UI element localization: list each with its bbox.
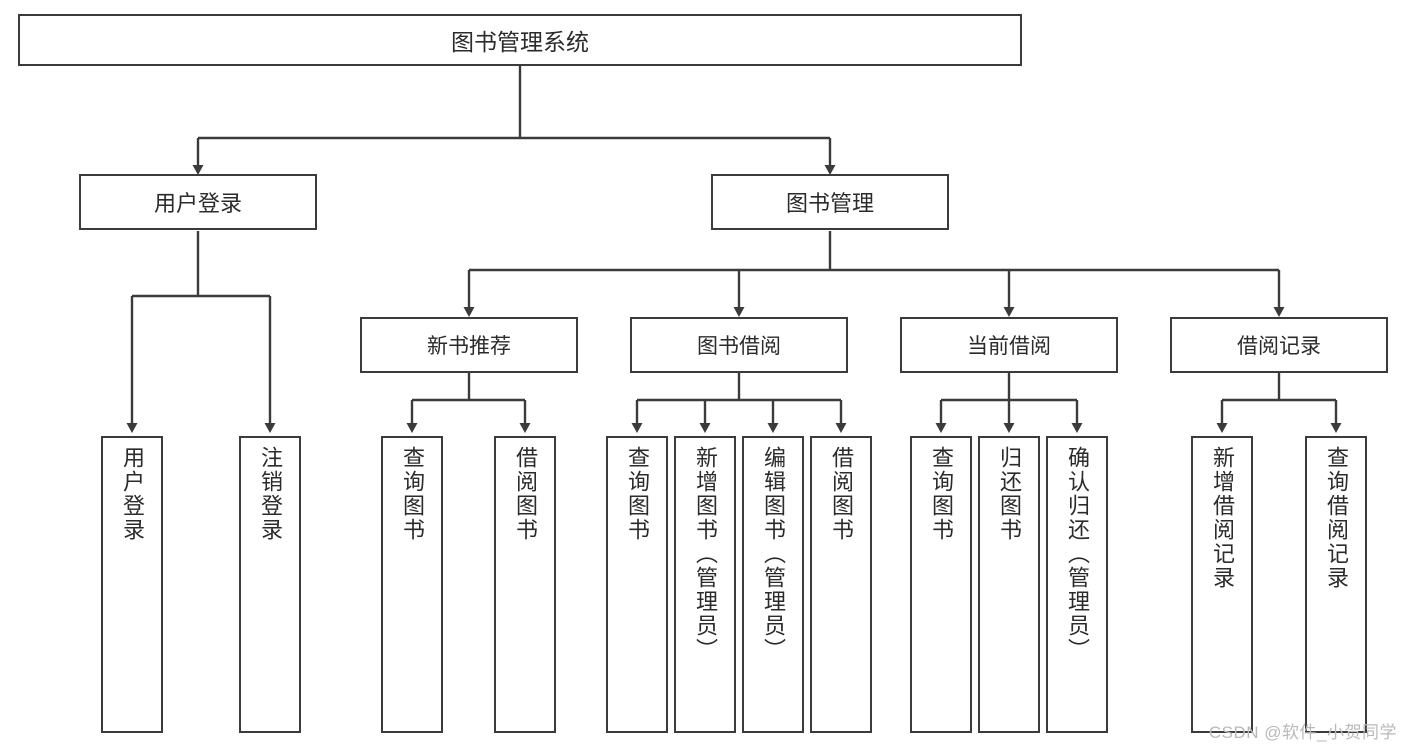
leaf-query-book-current[interactable]: 查询图书 bbox=[910, 436, 972, 733]
node-label: 图书管理系统 bbox=[451, 29, 589, 55]
leaf-confirm-return-admin[interactable]: 确认归还（管理员） bbox=[1046, 436, 1108, 733]
node-label: 归还图书 bbox=[996, 446, 1022, 542]
node-label: 用户登录 bbox=[119, 446, 145, 542]
node-label: 编辑图书（管理员） bbox=[760, 446, 786, 662]
leaf-user-login[interactable]: 用户登录 bbox=[101, 436, 163, 733]
leaf-return-book[interactable]: 归还图书 bbox=[978, 436, 1040, 733]
leaf-borrow-book[interactable]: 借阅图书 bbox=[810, 436, 872, 733]
leaf-borrow-book-recommend[interactable]: 借阅图书 bbox=[494, 436, 556, 733]
node-book-management[interactable]: 图书管理 bbox=[711, 174, 949, 230]
node-borrow-record[interactable]: 借阅记录 bbox=[1170, 317, 1388, 373]
node-current-borrow[interactable]: 当前借阅 bbox=[900, 317, 1118, 373]
leaf-edit-book-admin[interactable]: 编辑图书（管理员） bbox=[742, 436, 804, 733]
node-new-book-recommend[interactable]: 新书推荐 bbox=[360, 317, 578, 373]
node-label: 查询借阅记录 bbox=[1323, 446, 1349, 590]
node-label: 新增借阅记录 bbox=[1209, 446, 1235, 590]
node-label: 查询图书 bbox=[928, 446, 954, 542]
node-book-borrow[interactable]: 图书借阅 bbox=[630, 317, 848, 373]
csdn-watermark: CSDN @软件_小贺同学 bbox=[1208, 723, 1397, 742]
node-label: 图书借阅 bbox=[697, 335, 781, 358]
node-root-system[interactable]: 图书管理系统 bbox=[18, 14, 1022, 66]
node-label: 用户登录 bbox=[153, 191, 242, 216]
leaf-query-book-borrow[interactable]: 查询图书 bbox=[606, 436, 668, 733]
leaf-add-book-admin[interactable]: 新增图书（管理员） bbox=[674, 436, 736, 733]
node-label: 借阅图书 bbox=[828, 446, 854, 542]
node-user-login[interactable]: 用户登录 bbox=[79, 174, 317, 230]
node-label: 查询图书 bbox=[624, 446, 650, 542]
leaf-add-borrow-record[interactable]: 新增借阅记录 bbox=[1191, 436, 1253, 733]
node-label: 新书推荐 bbox=[427, 335, 511, 358]
leaf-query-book-recommend[interactable]: 查询图书 bbox=[381, 436, 443, 733]
node-label: 新增图书（管理员） bbox=[692, 446, 718, 662]
leaf-query-borrow-record[interactable]: 查询借阅记录 bbox=[1305, 436, 1367, 733]
node-label: 查询图书 bbox=[399, 446, 425, 542]
node-label: 借阅记录 bbox=[1237, 335, 1321, 358]
node-label: 确认归还（管理员） bbox=[1064, 446, 1090, 662]
node-label: 注销登录 bbox=[257, 446, 283, 542]
leaf-logout[interactable]: 注销登录 bbox=[239, 436, 301, 733]
node-label: 借阅图书 bbox=[512, 446, 538, 542]
node-label: 图书管理 bbox=[785, 191, 874, 216]
node-label: 当前借阅 bbox=[967, 335, 1051, 358]
